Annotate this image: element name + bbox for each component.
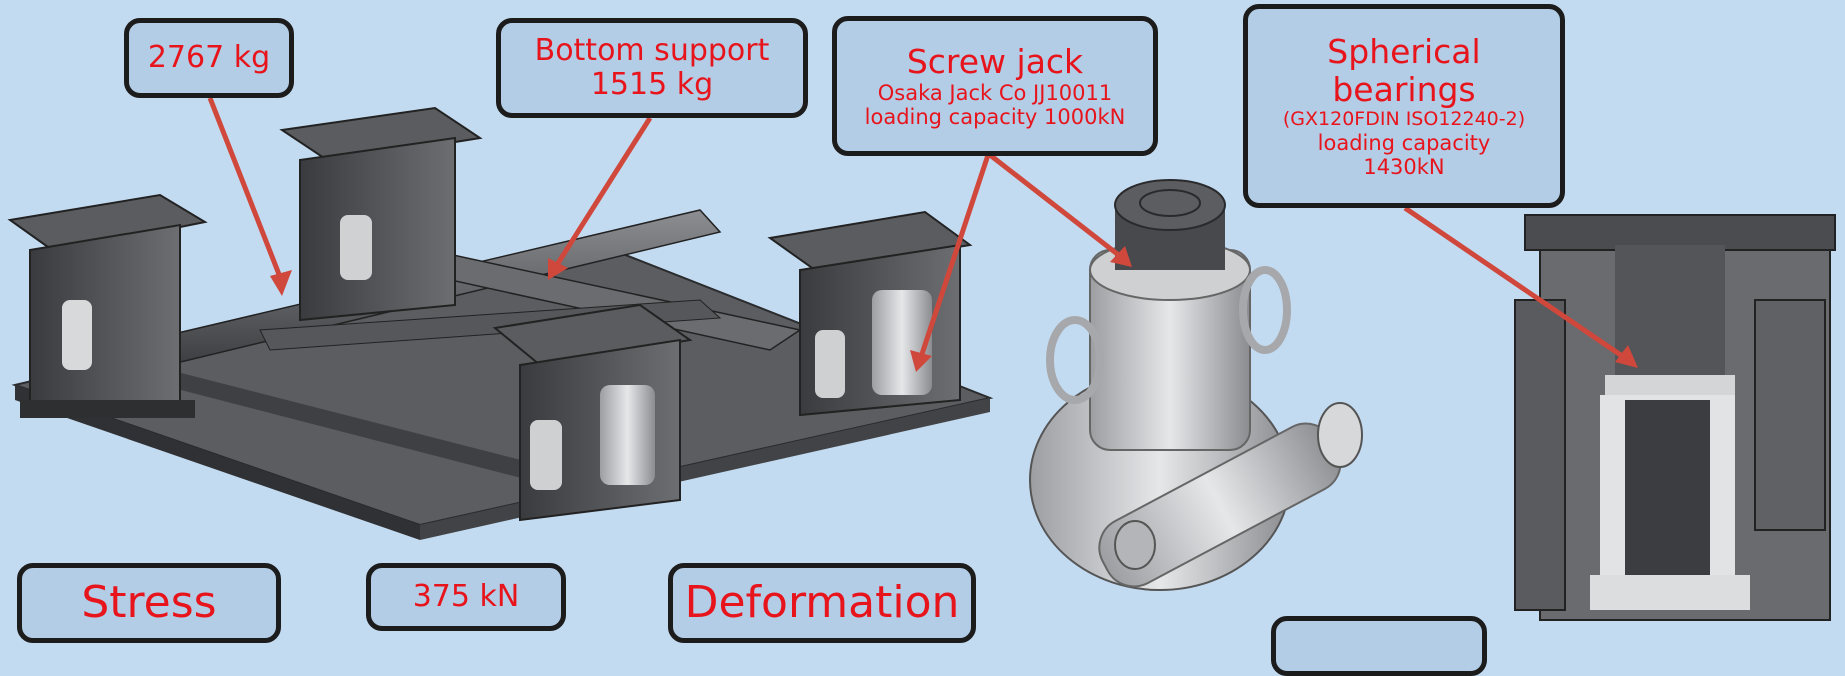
cad-illustrations bbox=[7, 97, 1836, 631]
support-column-front bbox=[492, 303, 693, 522]
callout-arrows bbox=[207, 97, 1638, 631]
mass-total-label: 2767 kg bbox=[147, 39, 271, 75]
screw-jack-capacity: loading capacity 1000kN bbox=[864, 104, 1126, 129]
spherical-bearings-standard: (GX120FDIN ISO12240-2) bbox=[1282, 107, 1526, 130]
bottom-support-title: Bottom support bbox=[534, 32, 770, 68]
support-column-left bbox=[7, 193, 208, 418]
support-column-rear bbox=[279, 106, 483, 322]
spherical-bearings-capacity-label: loading capacity bbox=[1317, 130, 1491, 155]
spherical-bearings-capacity-value: 1430kN bbox=[1363, 154, 1445, 179]
spherical-bearings-title-line2: bearings bbox=[1332, 69, 1476, 109]
diagram-canvas: 2767 kg Bottom support 1515 kg Screw jac… bbox=[7, 4, 1836, 676]
stress-callout: Stress bbox=[17, 563, 281, 643]
mass-total-callout: 2767 kg bbox=[124, 18, 294, 98]
screw-jack-title: Screw jack bbox=[906, 41, 1084, 81]
support-column-right bbox=[767, 210, 973, 417]
spherical-bearing-section bbox=[1514, 214, 1836, 621]
screw-jack-illustration bbox=[1029, 179, 1363, 591]
load-label: 375 kN bbox=[412, 578, 520, 614]
unlabeled-callout bbox=[1271, 616, 1487, 676]
spherical-bearings-callout: Spherical bearings (GX120FDIN ISO12240-2… bbox=[1243, 4, 1565, 208]
bottom-support-callout: Bottom support 1515 kg bbox=[496, 18, 808, 118]
screw-jack-model: Osaka Jack Co JJ10011 bbox=[877, 80, 1113, 105]
screw-jack-callout: Screw jack Osaka Jack Co JJ10011 loading… bbox=[832, 16, 1158, 156]
stress-label: Stress bbox=[81, 576, 217, 628]
deformation-label: Deformation bbox=[684, 576, 960, 628]
bottom-support-mass: 1515 kg bbox=[590, 67, 714, 102]
deformation-callout: Deformation bbox=[668, 563, 976, 643]
load-callout: 375 kN bbox=[366, 563, 566, 631]
spherical-bearings-title-line1: Spherical bbox=[1327, 32, 1481, 71]
